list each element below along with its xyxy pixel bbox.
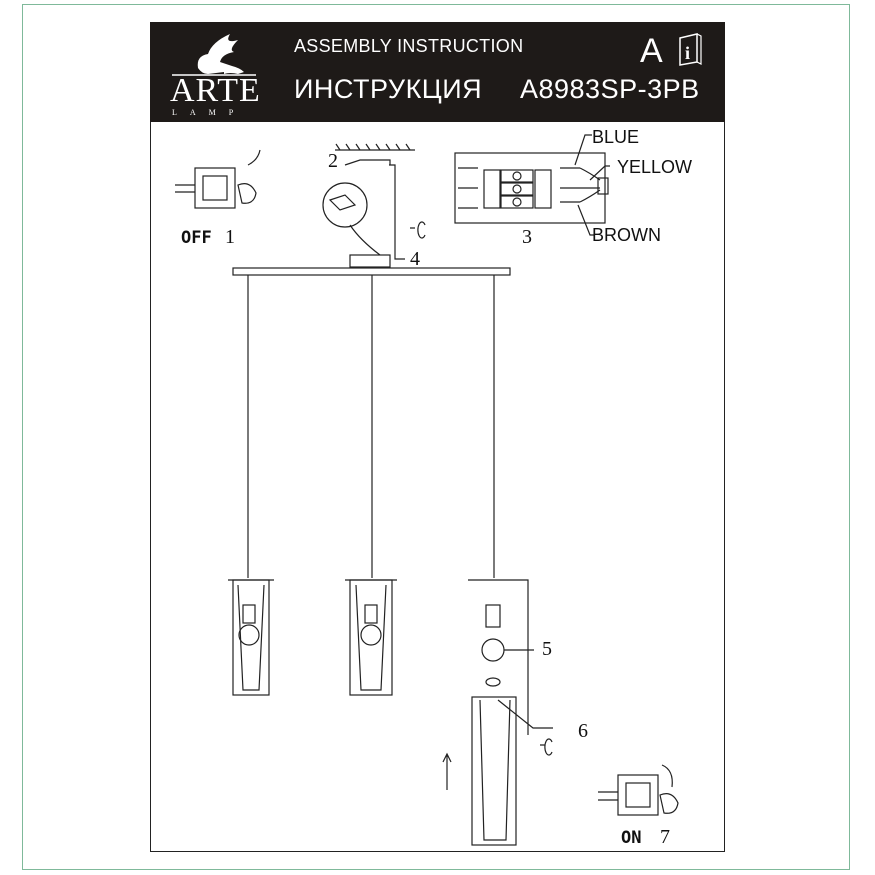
header-bar: ARTE LAMP ASSEMBLY INSTRUCTION ИНСТРУКЦИ… bbox=[150, 22, 725, 122]
brand-subtitle: LAMP bbox=[172, 108, 247, 117]
on-label: ON bbox=[621, 828, 642, 848]
brand-name: ARTE bbox=[170, 72, 261, 109]
suspension-cords bbox=[247, 275, 495, 578]
off-label: OFF bbox=[181, 228, 212, 248]
step-3-number: 3 bbox=[522, 226, 532, 248]
wire-blue-label: BLUE bbox=[592, 127, 640, 147]
switch-on-icon bbox=[598, 764, 679, 816]
pendant-shade-2 bbox=[345, 579, 397, 696]
step-1-number: 1 bbox=[225, 226, 235, 248]
info-book-icon: i bbox=[679, 33, 702, 66]
step-7-number: 7 bbox=[660, 826, 670, 848]
wire-yellow-label: YELLOW bbox=[617, 157, 693, 177]
title-english: ASSEMBLY INSTRUCTION bbox=[294, 36, 524, 56]
section-letter: A bbox=[640, 32, 663, 70]
model-number: A8983SP-3PB bbox=[520, 74, 700, 104]
crossbar bbox=[232, 267, 511, 276]
terminal-block-diagram bbox=[454, 134, 610, 236]
pendant-shade-1 bbox=[228, 579, 274, 696]
step-4-number: 4 bbox=[410, 248, 420, 270]
pendant-exploded-3 bbox=[442, 579, 553, 846]
step-6-number: 6 bbox=[578, 720, 588, 742]
griffin-logo-icon bbox=[172, 34, 256, 76]
step-2-number: 2 bbox=[328, 150, 338, 172]
step-5-number: 5 bbox=[542, 638, 552, 660]
ceiling-mount-diagram bbox=[322, 143, 426, 268]
svg-text:i: i bbox=[685, 43, 690, 63]
switch-off-icon bbox=[175, 149, 261, 209]
page-frame bbox=[22, 4, 850, 870]
wire-brown-label: BROWN bbox=[592, 225, 661, 245]
title-russian: ИНСТРУКЦИЯ bbox=[294, 74, 483, 104]
